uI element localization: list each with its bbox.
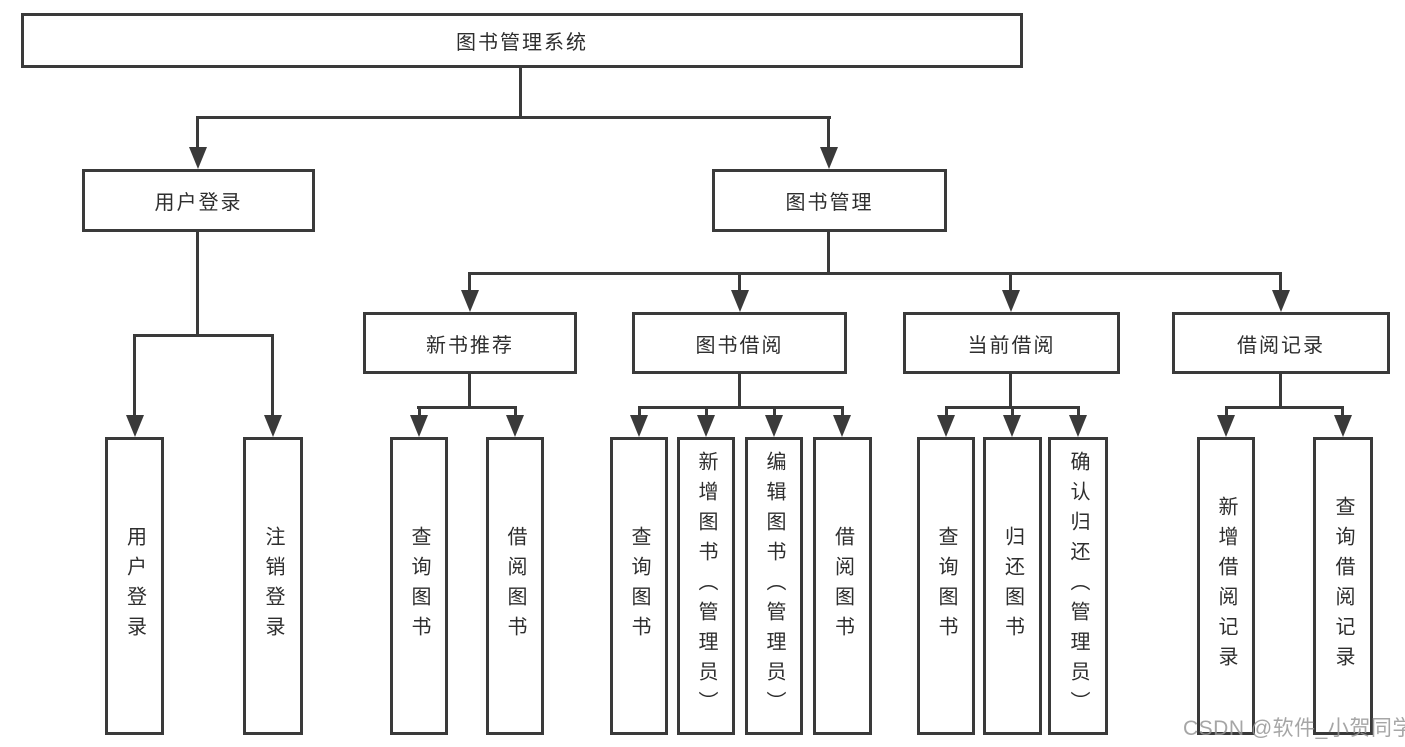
arrow-down-icon	[820, 147, 838, 169]
arrow-down-icon	[410, 415, 428, 437]
arrow-down-icon	[1003, 415, 1021, 437]
connector-vline	[1225, 406, 1228, 418]
connector-vline	[773, 406, 776, 418]
leaf-borrow-books-recommend-label: 借阅图书	[504, 526, 526, 646]
connector-vline	[418, 406, 421, 418]
connector-vline	[827, 116, 830, 152]
leaf-confirm-return-admin-label: 确认归还（管理员）	[1067, 451, 1089, 721]
connector-vline	[738, 272, 741, 294]
arrow-down-icon	[126, 415, 144, 437]
connector-vline	[1279, 374, 1282, 408]
connector-vline	[841, 406, 844, 418]
leaf-query-borrow-record-label: 查询借阅记录	[1332, 496, 1354, 676]
leaf-borrow-books: 借阅图书	[813, 437, 872, 735]
leaf-query-books-recommend: 查询图书	[390, 437, 448, 735]
arrow-down-icon	[461, 290, 479, 312]
leaf-user-login: 用户登录	[105, 437, 164, 735]
connector-vline	[1009, 374, 1012, 408]
arrow-down-icon	[765, 415, 783, 437]
leaf-add-book-admin-label: 新增图书（管理员）	[695, 451, 717, 721]
leaf-edit-book-admin-label: 编辑图书（管理员）	[763, 451, 785, 721]
node-library-management-system: 图书管理系统	[21, 13, 1023, 68]
leaf-add-borrow-record: 新增借阅记录	[1197, 437, 1255, 735]
leaf-add-borrow-record-label: 新增借阅记录	[1215, 496, 1237, 676]
arrow-down-icon	[937, 415, 955, 437]
connector-vline	[1341, 406, 1344, 418]
connector-vline	[468, 272, 471, 294]
leaf-query-books-borrowing: 查询图书	[610, 437, 668, 735]
node-borrowing-records: 借阅记录	[1172, 312, 1390, 374]
leaf-query-borrow-record: 查询借阅记录	[1313, 437, 1373, 735]
leaf-add-book-admin: 新增图书（管理员）	[677, 437, 735, 735]
node-new-book-recommendation: 新书推荐	[363, 312, 577, 374]
arrow-down-icon	[630, 415, 648, 437]
arrow-down-icon	[1002, 290, 1020, 312]
arrow-down-icon	[1217, 415, 1235, 437]
connector-vline	[1279, 272, 1282, 294]
leaf-query-books-current-label: 查询图书	[935, 526, 957, 646]
arrow-down-icon	[1334, 415, 1352, 437]
arrow-down-icon	[264, 415, 282, 437]
arrow-down-icon	[731, 290, 749, 312]
connector-vline	[1011, 406, 1014, 418]
leaf-logout: 注销登录	[243, 437, 303, 735]
connector-vline	[271, 334, 274, 418]
node-user-login: 用户登录	[82, 169, 315, 232]
connector-vline	[1009, 272, 1012, 294]
leaf-edit-book-admin: 编辑图书（管理员）	[745, 437, 803, 735]
leaf-confirm-return-admin: 确认归还（管理员）	[1048, 437, 1108, 735]
leaf-query-books-recommend-label: 查询图书	[408, 526, 430, 646]
connector-hline	[196, 116, 831, 119]
node-current-borrowing: 当前借阅	[903, 312, 1120, 374]
leaf-query-books-borrowing-label: 查询图书	[628, 526, 650, 646]
connector-vline	[519, 68, 522, 118]
arrow-down-icon	[189, 147, 207, 169]
arrow-down-icon	[1069, 415, 1087, 437]
connector-vline	[638, 406, 641, 418]
leaf-logout-label: 注销登录	[262, 526, 284, 646]
node-book-borrowing: 图书借阅	[632, 312, 847, 374]
connector-vline	[514, 406, 517, 418]
connector-vline	[196, 232, 199, 336]
leaf-borrow-books-recommend: 借阅图书	[486, 437, 544, 735]
csdn-watermark: CSDN @软件_小贺同学	[1183, 717, 1405, 740]
arrow-down-icon	[506, 415, 524, 437]
arrow-down-icon	[1272, 290, 1290, 312]
connector-vline	[945, 406, 948, 418]
connector-vline	[827, 232, 830, 274]
connector-vline	[705, 406, 708, 418]
leaf-return-book-label: 归还图书	[1001, 526, 1024, 646]
connector-vline	[738, 374, 741, 408]
connector-vline	[133, 334, 136, 418]
connector-vline	[468, 374, 471, 408]
leaf-borrow-books-label: 借阅图书	[831, 526, 854, 646]
connector-hline	[468, 272, 1282, 275]
connector-vline	[196, 116, 199, 152]
leaf-return-book: 归还图书	[983, 437, 1042, 735]
connector-hline	[133, 334, 274, 337]
leaf-user-login-label: 用户登录	[123, 526, 146, 646]
connector-hline	[1225, 406, 1344, 409]
arrow-down-icon	[697, 415, 715, 437]
connector-vline	[1077, 406, 1080, 418]
connector-hline	[638, 406, 844, 409]
arrow-down-icon	[833, 415, 851, 437]
leaf-query-books-current: 查询图书	[917, 437, 975, 735]
node-book-management: 图书管理	[712, 169, 947, 232]
connector-hline	[417, 406, 517, 409]
